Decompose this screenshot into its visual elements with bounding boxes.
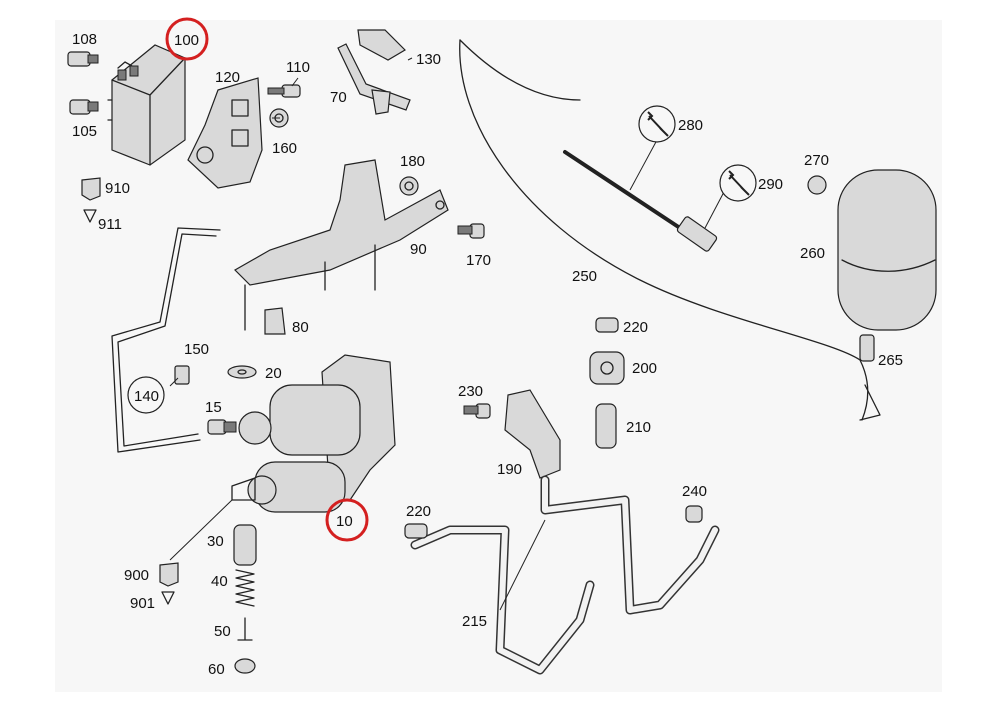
- label-110: 110: [286, 59, 310, 76]
- rod-280: [563, 150, 682, 230]
- label-240: 240: [682, 483, 707, 500]
- label-280: 280: [678, 117, 703, 134]
- label-50: 50: [214, 623, 231, 640]
- label-30: 30: [207, 533, 224, 550]
- bolt-230: [463, 403, 491, 419]
- label-70: 70: [330, 89, 347, 106]
- label-90: 90: [410, 241, 427, 258]
- label-900: 900: [124, 567, 149, 584]
- control-module-100: [107, 44, 186, 166]
- hose-215: [410, 475, 720, 675]
- fitting-290: [676, 216, 718, 252]
- bolt-170: [457, 223, 485, 239]
- label-150: 150: [184, 341, 209, 358]
- clamp-240: [685, 505, 703, 523]
- nut-270: [807, 175, 827, 195]
- bracket-90: [234, 159, 449, 331]
- fastener-910-911: [81, 177, 101, 223]
- label-215: 215: [462, 613, 487, 630]
- label-250: 250: [572, 268, 597, 285]
- wrench-icon: [638, 105, 676, 143]
- label-100: 100: [174, 32, 199, 49]
- label-911: 911: [98, 216, 122, 233]
- label-200: 200: [632, 360, 657, 377]
- cap-220-top: [595, 317, 619, 333]
- screw-110: [267, 84, 301, 98]
- label-910: 910: [105, 180, 130, 197]
- filter-210: [595, 403, 617, 449]
- label-160: 160: [272, 140, 297, 157]
- highlight-ring-100: [165, 17, 209, 61]
- label-120: 120: [215, 69, 240, 86]
- washer-20: [227, 365, 257, 379]
- fastener-900-901: [159, 562, 179, 605]
- strap-70: [337, 43, 411, 115]
- clamp-80: [264, 307, 286, 335]
- solenoid-200: [589, 351, 625, 385]
- label-190: 190: [497, 461, 522, 478]
- reservoir-260: [837, 169, 937, 331]
- fitting-150: [174, 365, 190, 385]
- compressor-10: [231, 354, 396, 513]
- label-130: 130: [416, 51, 441, 68]
- stack-30-60: [233, 524, 257, 674]
- label-230: 230: [458, 383, 483, 400]
- label-60: 60: [208, 661, 225, 678]
- label-10: 10: [336, 513, 353, 530]
- label-20: 20: [265, 365, 282, 382]
- label-270: 270: [804, 152, 829, 169]
- bracket-120: [187, 77, 263, 189]
- label-15: 15: [205, 399, 222, 416]
- connector-105: [69, 99, 99, 115]
- label-140: 140: [134, 388, 159, 405]
- label-108: 108: [72, 31, 97, 48]
- label-265: 265: [878, 352, 903, 369]
- pipe-250: [459, 39, 881, 421]
- fitting-15: [207, 419, 237, 435]
- leader-lines: [169, 57, 726, 611]
- label-290: 290: [758, 176, 783, 193]
- highlight-ring-10: [325, 498, 369, 542]
- valve-265: [859, 334, 875, 362]
- nut-180: [399, 176, 419, 196]
- label-220-top: 220: [623, 319, 648, 336]
- clip-130: [357, 29, 406, 61]
- connector-108: [67, 51, 99, 67]
- clamp-220-bottom: [404, 523, 428, 539]
- label-80: 80: [292, 319, 309, 336]
- line-140: [111, 227, 221, 453]
- label-210: 210: [626, 419, 651, 436]
- label-170: 170: [466, 252, 491, 269]
- label-220-bottom: 220: [406, 503, 431, 520]
- label-901: 901: [130, 595, 155, 612]
- label-105: 105: [72, 123, 97, 140]
- callout-circle-140: [127, 376, 165, 414]
- wrench-icon: [719, 164, 757, 202]
- label-260: 260: [800, 245, 825, 262]
- label-40: 40: [211, 573, 228, 590]
- valve-unit-190: [504, 389, 561, 479]
- label-180: 180: [400, 153, 425, 170]
